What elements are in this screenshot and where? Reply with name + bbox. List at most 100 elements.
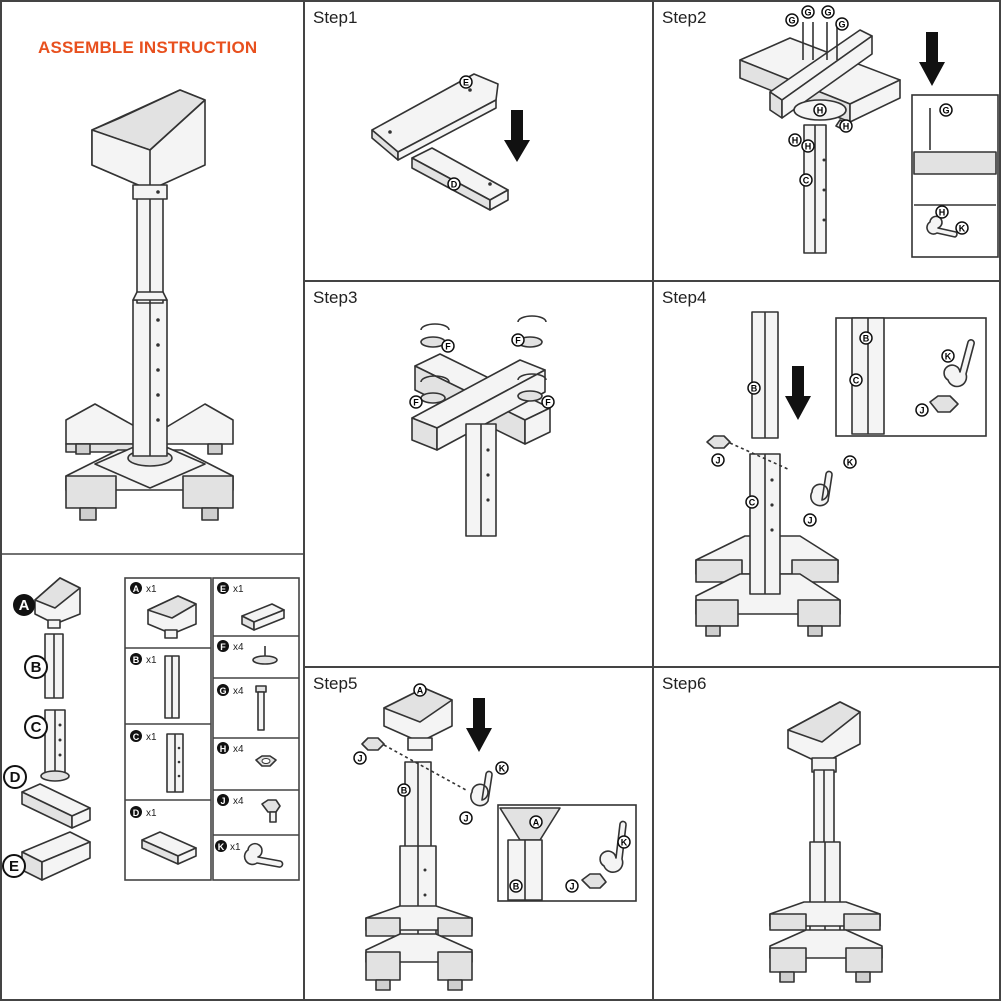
svg-text:K: K — [499, 764, 506, 774]
svg-text:K: K — [959, 224, 966, 234]
svg-text:H: H — [843, 122, 850, 132]
svg-text:E: E — [463, 78, 469, 88]
step5-label: Step5 — [313, 674, 358, 693]
svg-text:A: A — [533, 818, 540, 828]
callout-h-1: H — [813, 103, 827, 117]
svg-text:H: H — [805, 142, 812, 152]
svg-text:A: A — [19, 597, 30, 614]
callout-g-3: G — [821, 5, 835, 19]
callout-g-2: G — [801, 5, 815, 19]
svg-text:A: A — [417, 686, 424, 696]
callout-k-detail-step5: K — [617, 835, 631, 849]
callout-h-4: H — [801, 139, 815, 153]
exploded-label-c: C — [24, 715, 48, 739]
down-arrow-icon-step5 — [466, 698, 492, 752]
svg-text:x4: x4 — [233, 796, 244, 807]
svg-text:H: H — [220, 744, 227, 754]
callout-a-detail: A — [529, 815, 543, 829]
svg-text:x4: x4 — [233, 686, 244, 697]
callout-j-1: J — [711, 453, 725, 467]
svg-text:x1: x1 — [230, 842, 241, 853]
callout-b-step5: B — [397, 783, 411, 797]
svg-text:H: H — [817, 106, 824, 116]
svg-text:F: F — [413, 398, 419, 408]
svg-text:x1: x1 — [146, 584, 157, 595]
assembled-stand-overview — [65, 89, 234, 521]
callout-b: B — [747, 381, 761, 395]
svg-text:B: B — [751, 384, 758, 394]
callout-j-detail-step5: J — [565, 879, 579, 893]
wrench-icon — [243, 842, 284, 868]
svg-text:x1: x1 — [146, 732, 157, 743]
svg-text:x4: x4 — [233, 642, 244, 653]
svg-text:B: B — [31, 659, 42, 676]
svg-text:G: G — [838, 20, 845, 30]
parts-list-table: A x1 E x1 F x4 B x1 — [124, 577, 300, 881]
svg-text:x1: x1 — [146, 808, 157, 819]
svg-text:E: E — [9, 858, 19, 875]
callout-d: D — [447, 177, 461, 191]
svg-text:C: C — [853, 376, 860, 386]
callout-b-detail-step5: B — [509, 879, 523, 893]
exploded-label-d: D — [3, 765, 27, 789]
callout-h-3: H — [788, 133, 802, 147]
parts-list-item-b: B x1 — [130, 653, 180, 719]
callout-g-4: G — [835, 17, 849, 31]
callout-f-1: F — [441, 339, 455, 353]
step3-illustration: F F F F — [409, 315, 555, 537]
svg-text:F: F — [515, 336, 521, 346]
svg-text:D: D — [133, 808, 140, 818]
callout-k-step5: K — [495, 761, 509, 775]
callout-c-step4: C — [745, 495, 759, 509]
bolt-icon — [255, 685, 267, 731]
svg-text:B: B — [401, 786, 408, 796]
callout-j-step5: J — [353, 751, 367, 765]
callout-b-detail: B — [859, 331, 873, 345]
svg-text:x1: x1 — [233, 584, 244, 595]
svg-text:H: H — [939, 208, 946, 218]
nut-icon — [255, 755, 277, 767]
callout-f-3: F — [409, 395, 423, 409]
callout-j-2: J — [803, 513, 817, 527]
svg-text:C: C — [803, 176, 810, 186]
callout-h-detail: H — [935, 205, 949, 219]
step4-label: Step4 — [662, 288, 707, 307]
svg-text:x1: x1 — [146, 655, 157, 666]
foot-pad-icon — [252, 646, 278, 665]
callout-e: E — [459, 75, 473, 89]
callout-g-1: G — [785, 13, 799, 27]
parts-list-item-g: G x4 — [217, 684, 267, 731]
svg-text:J: J — [357, 754, 362, 764]
svg-text:J: J — [807, 516, 812, 526]
step2-illustration: G G G G H H H H C G H K — [739, 5, 999, 258]
foot-pad-icon-4 — [517, 373, 547, 402]
svg-text:A: A — [133, 584, 140, 594]
svg-text:J: J — [220, 796, 225, 806]
svg-text:B: B — [513, 882, 520, 892]
svg-text:B: B — [863, 334, 870, 344]
callout-j2-step5: J — [459, 811, 473, 825]
svg-text:F: F — [545, 398, 551, 408]
exploded-label-a: A — [13, 594, 35, 616]
callout-f-4: F — [541, 395, 555, 409]
step5-illustration: A J B K J A B K J — [353, 683, 637, 991]
svg-text:G: G — [804, 8, 811, 18]
down-arrow-icon-step4 — [785, 366, 811, 420]
callout-c: C — [799, 173, 813, 187]
svg-text:C: C — [749, 498, 756, 508]
svg-text:K: K — [218, 842, 225, 852]
step4-illustration: B C J K J B C K J — [695, 311, 987, 637]
svg-text:G: G — [788, 16, 795, 26]
callout-j-detail: J — [915, 403, 929, 417]
callout-c-detail: C — [849, 373, 863, 387]
svg-text:K: K — [621, 838, 628, 848]
svg-text:K: K — [945, 352, 952, 362]
exploded-label-e: E — [2, 854, 26, 878]
svg-text:J: J — [715, 456, 720, 466]
svg-text:x4: x4 — [233, 744, 244, 755]
parts-list-item-j: J x4 — [217, 794, 281, 823]
svg-text:D: D — [10, 769, 21, 786]
svg-text:F: F — [220, 642, 226, 652]
svg-text:C: C — [133, 732, 140, 742]
